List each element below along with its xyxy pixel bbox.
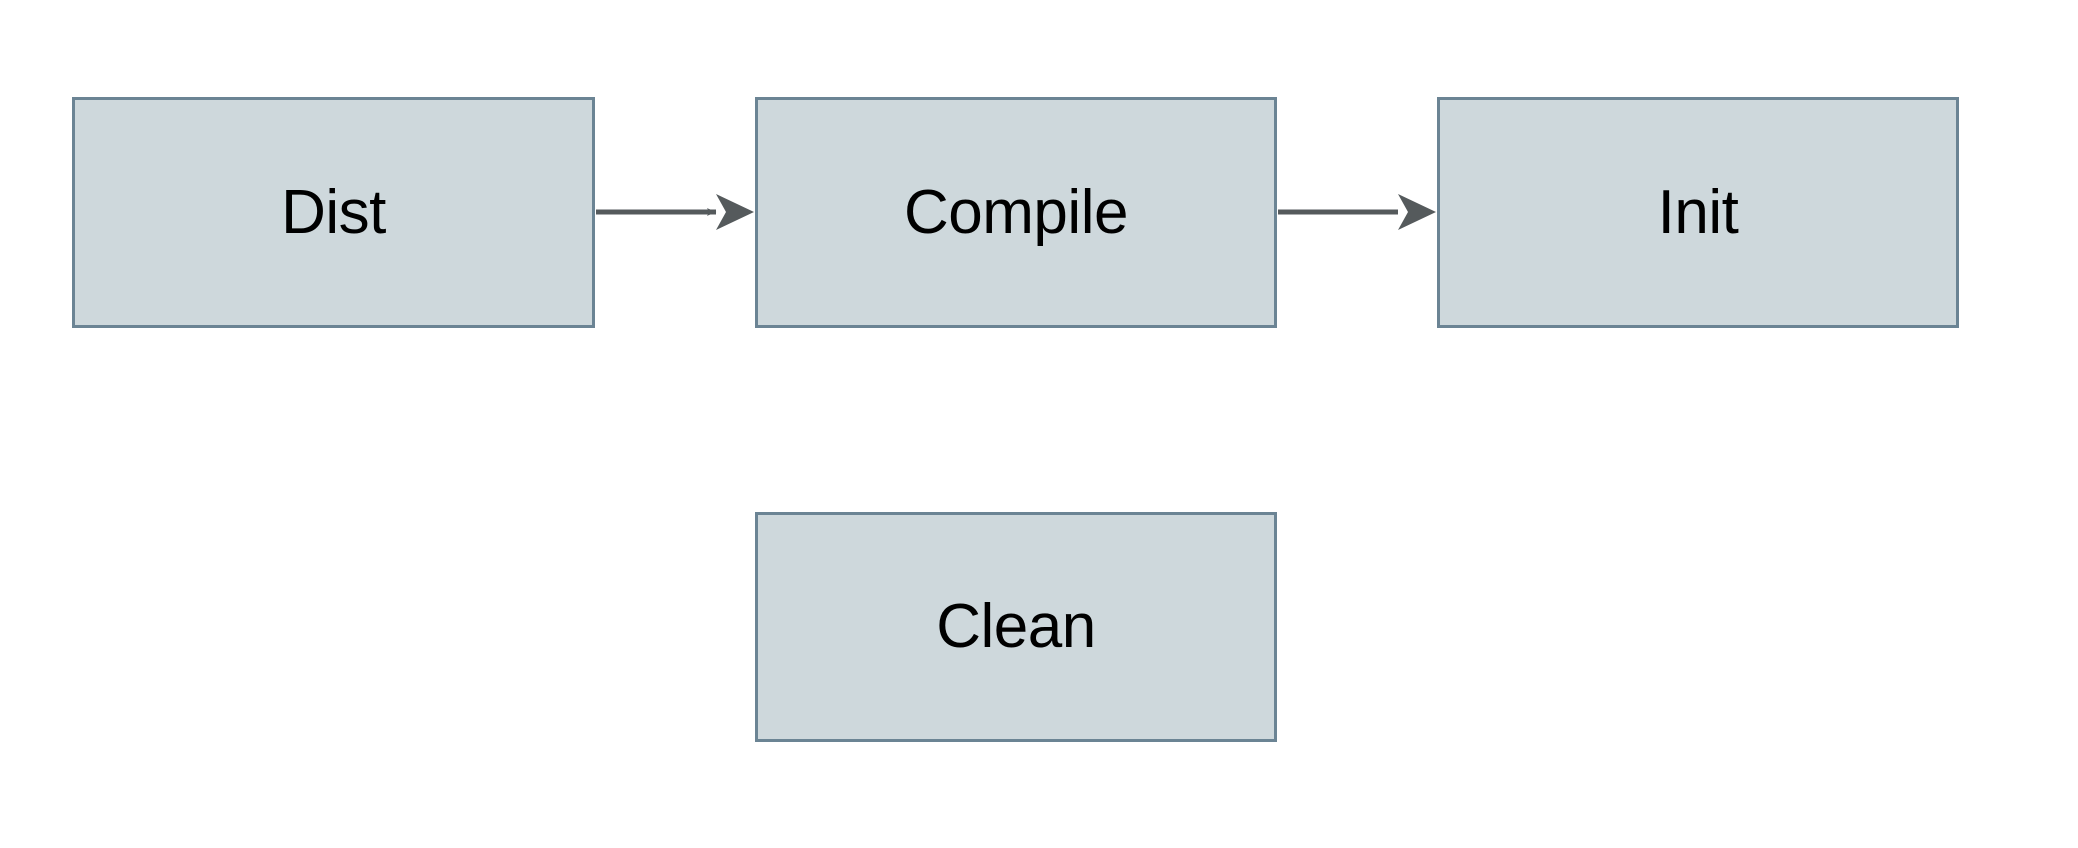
- node-init[interactable]: Init: [1437, 97, 1959, 328]
- node-compile[interactable]: Compile: [755, 97, 1277, 328]
- arrow-head-icon: [716, 194, 754, 230]
- node-clean[interactable]: Clean: [755, 512, 1277, 742]
- arrow-head-icon: [1398, 194, 1436, 230]
- edge-dist-to-compile[interactable]: [596, 194, 754, 230]
- node-label-init: Init: [1657, 177, 1739, 247]
- node-dist[interactable]: Dist: [72, 97, 595, 328]
- node-label-compile: Compile: [904, 177, 1128, 247]
- edge-compile-to-init[interactable]: [1278, 194, 1436, 230]
- node-label-clean: Clean: [936, 592, 1096, 661]
- node-label-dist: Dist: [281, 177, 386, 247]
